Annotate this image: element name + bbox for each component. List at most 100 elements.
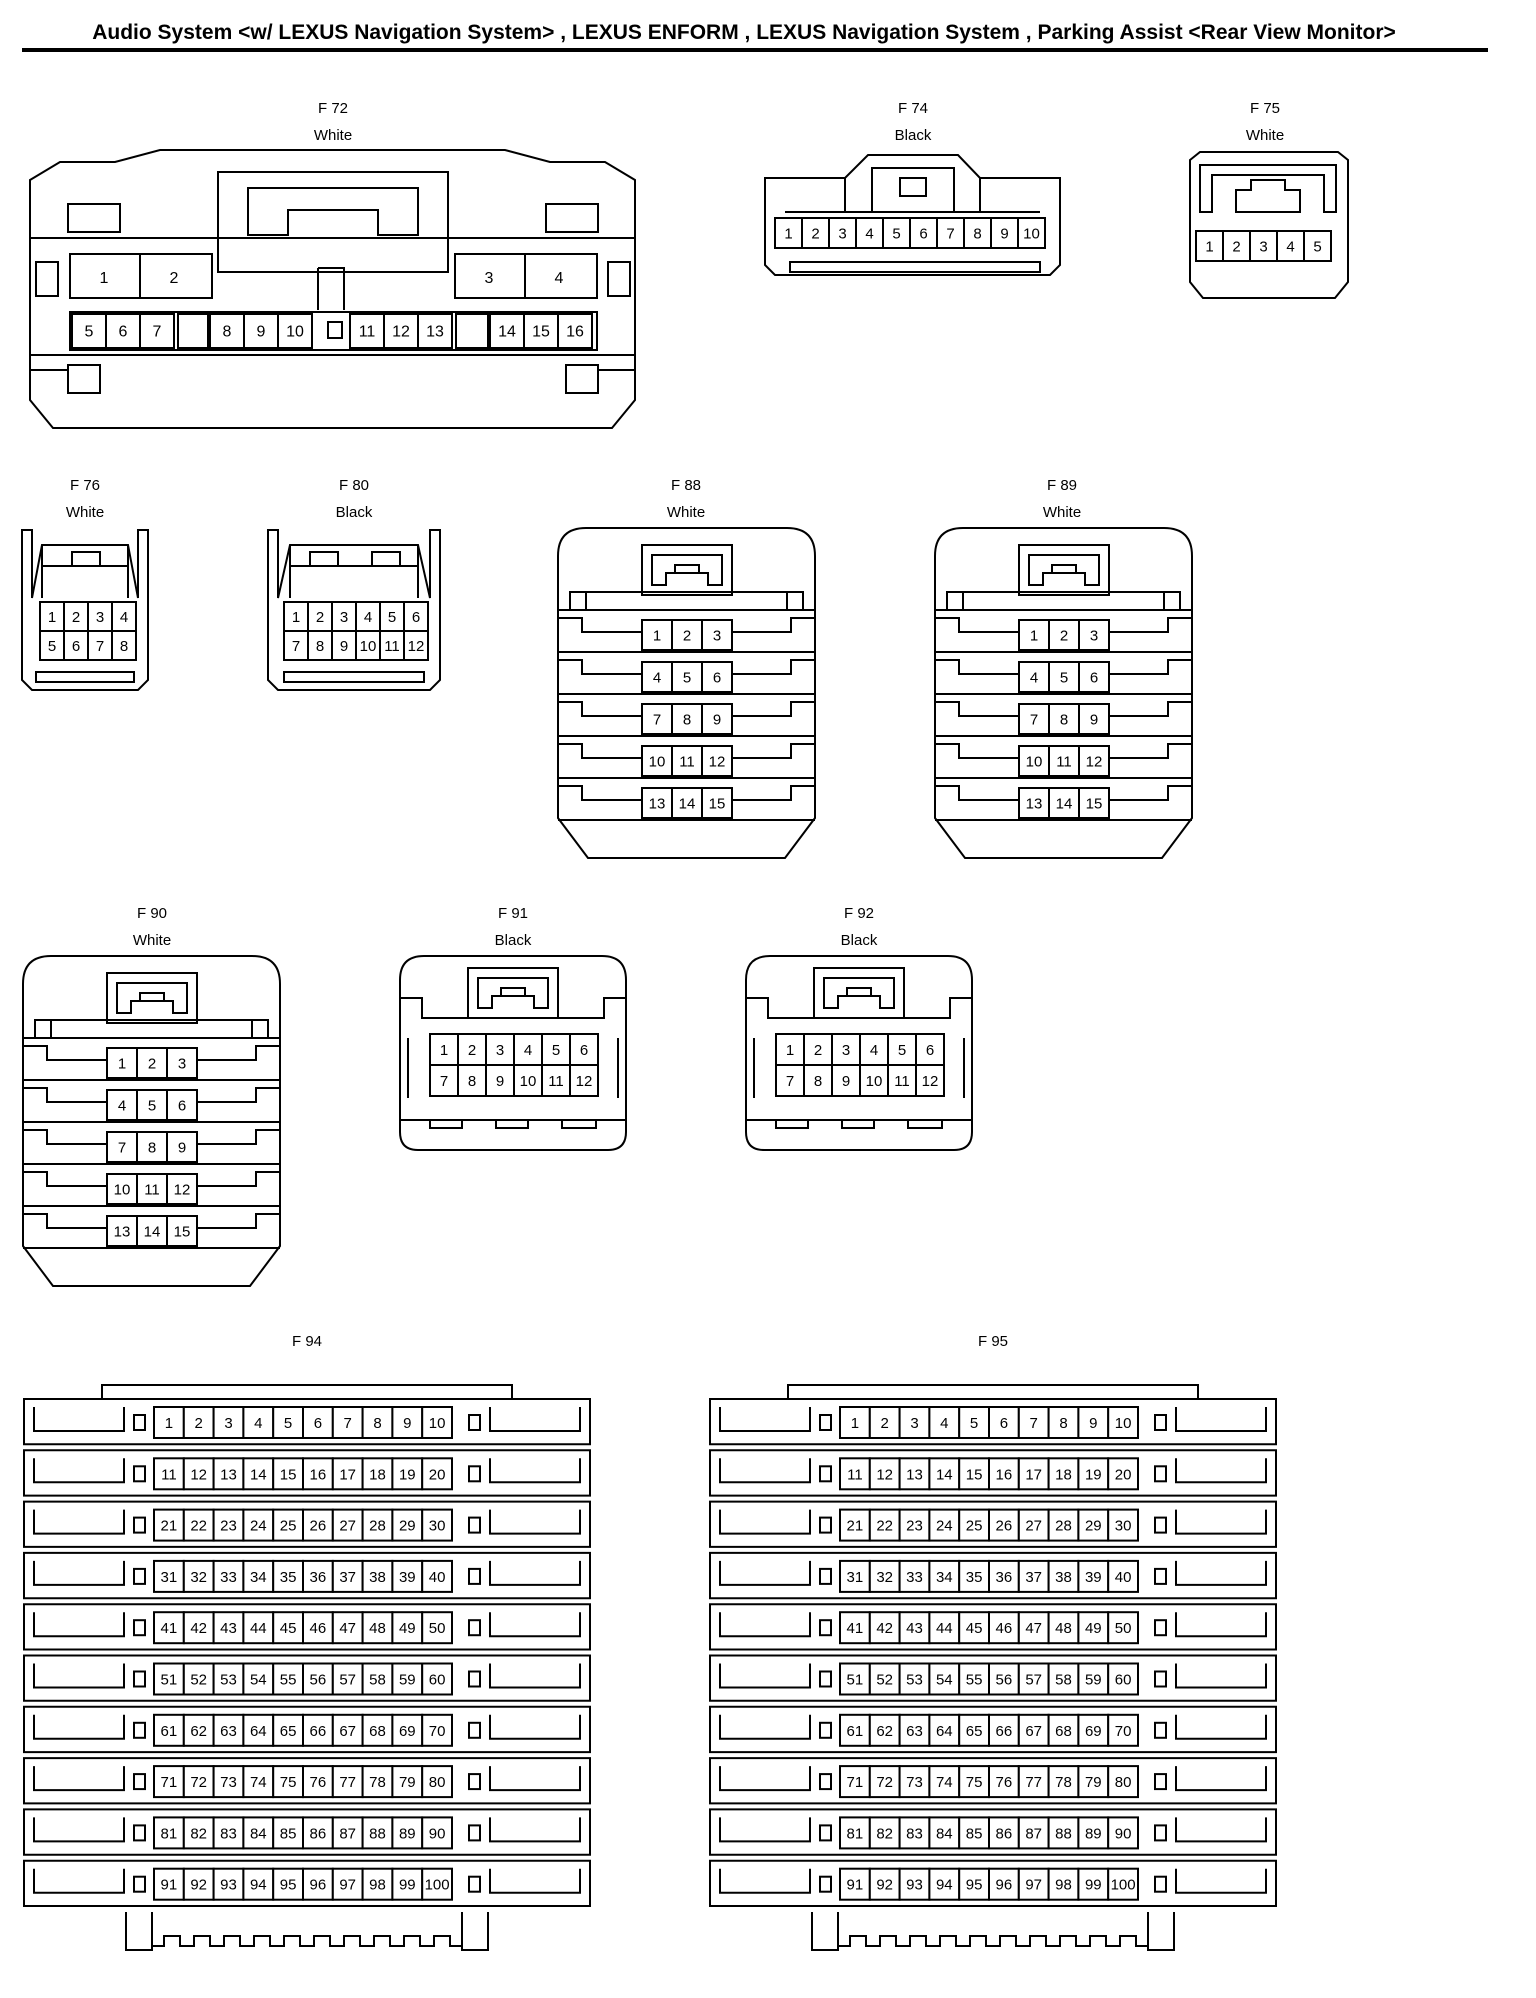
pin-cell — [1107, 1662, 1139, 1696]
pin-label: 3 — [178, 1056, 186, 1073]
f80-color: Black — [336, 504, 373, 521]
pin-label: 51 — [847, 1672, 864, 1689]
pin-cell — [641, 703, 673, 735]
pin-label: 83 — [906, 1825, 923, 1842]
pin-label: 15 — [280, 1466, 297, 1483]
pin-cell — [331, 1662, 364, 1696]
pin-cell — [242, 1662, 275, 1696]
pin-cell — [701, 787, 733, 819]
pin-label: 12 — [876, 1466, 893, 1483]
pin-label: 8 — [373, 1415, 381, 1432]
pin-row — [23, 1551, 591, 1600]
pin-cell — [1017, 1406, 1050, 1439]
pin-label: 62 — [190, 1723, 207, 1740]
pin-cell — [136, 1047, 168, 1079]
pin-cell — [242, 1765, 275, 1799]
pin-cell — [988, 1713, 1020, 1747]
pin-label: 12 — [1086, 754, 1103, 771]
pin-label: 13 — [220, 1466, 237, 1483]
pin-label: 8 — [973, 226, 981, 243]
pin-cell — [1107, 1713, 1139, 1747]
pin-cell — [541, 1064, 571, 1097]
pin-row — [709, 1808, 1277, 1856]
pin-label: 1 — [1030, 628, 1038, 645]
pin-label: 54 — [936, 1672, 953, 1689]
pin-label: 19 — [1085, 1466, 1102, 1483]
pin-label: 4 — [865, 226, 873, 243]
pin-label: 68 — [369, 1723, 386, 1740]
pin-cell — [212, 1559, 245, 1593]
pin-label: 8 — [814, 1073, 822, 1090]
pin-label: 76 — [996, 1774, 1013, 1791]
pin-label: 10 — [520, 1073, 537, 1090]
pin-label: 4 — [555, 270, 564, 287]
latch — [467, 967, 559, 1019]
pin-cell — [958, 1611, 991, 1645]
pin-label: 80 — [1115, 1774, 1132, 1791]
pin-cell — [868, 1816, 901, 1850]
pin-cell — [1047, 1611, 1080, 1645]
pin-cell — [212, 1508, 245, 1542]
pin-label: 13 — [1026, 796, 1043, 813]
pin-label: 31 — [161, 1569, 178, 1586]
pin-label: 15 — [532, 324, 550, 341]
pin-label: 86 — [996, 1825, 1013, 1842]
pin-cell — [302, 1662, 334, 1696]
pin-label: 57 — [1025, 1672, 1042, 1689]
pin-cell — [898, 1816, 931, 1850]
pin-row — [709, 1449, 1277, 1497]
pin-cell — [958, 1406, 991, 1439]
pin-cell — [839, 1662, 871, 1696]
page-title: Audio System <w/ LEXUS Navigation System… — [92, 21, 1396, 44]
pin-cell — [988, 1662, 1020, 1696]
pin-cell — [1017, 217, 1046, 249]
pin-cell — [868, 1559, 901, 1593]
pin-cell — [1018, 703, 1050, 735]
pin-label: 86 — [310, 1825, 327, 1842]
pin-label: 98 — [1055, 1877, 1072, 1894]
pin-label: 54 — [250, 1672, 267, 1689]
pin-label: 38 — [1055, 1569, 1072, 1586]
pin-cell — [277, 313, 313, 349]
pin-label: 45 — [966, 1620, 983, 1637]
pin-label: 58 — [369, 1672, 386, 1689]
pin-cell — [915, 1033, 945, 1066]
pin-label: 97 — [339, 1877, 356, 1894]
pin-label: 4 — [254, 1415, 262, 1432]
pin-label: 10 — [360, 638, 377, 655]
pin-cell — [1017, 1457, 1050, 1491]
pin-cell — [1077, 1662, 1110, 1696]
f94-id: F 94 — [292, 1333, 322, 1350]
pin-label: 2 — [811, 226, 819, 243]
pin-cell — [958, 1765, 991, 1799]
pin-label: 17 — [339, 1466, 356, 1483]
pin-cell — [489, 313, 525, 349]
latch — [813, 967, 905, 1019]
pin-cell — [928, 1662, 961, 1696]
pin-label: 21 — [847, 1518, 864, 1535]
pin-cell — [958, 1559, 991, 1593]
pin-label: 33 — [906, 1569, 923, 1586]
pin-label: 2 — [1060, 628, 1068, 645]
pin-label: 96 — [310, 1877, 327, 1894]
pin-label: 3 — [96, 609, 104, 626]
pin-label: 87 — [1025, 1825, 1042, 1842]
pin-cell — [331, 1816, 364, 1850]
pin-cell — [457, 1064, 487, 1097]
pin-label: 92 — [190, 1877, 207, 1894]
pin-label: 5 — [284, 1415, 292, 1432]
pin-row — [709, 1603, 1277, 1651]
pin-label: 60 — [1115, 1672, 1132, 1689]
pin-label: 9 — [340, 638, 348, 655]
pin-cell — [928, 1559, 961, 1593]
pin-cell — [153, 1765, 185, 1799]
pin-label: 4 — [1286, 239, 1294, 256]
pin-label: 66 — [310, 1723, 327, 1740]
pin-cell — [839, 1867, 871, 1901]
f76-id: F 76 — [70, 477, 100, 494]
pin-label: 31 — [847, 1569, 864, 1586]
pin-label: 5 — [48, 638, 56, 655]
pin-label: 28 — [1055, 1518, 1072, 1535]
